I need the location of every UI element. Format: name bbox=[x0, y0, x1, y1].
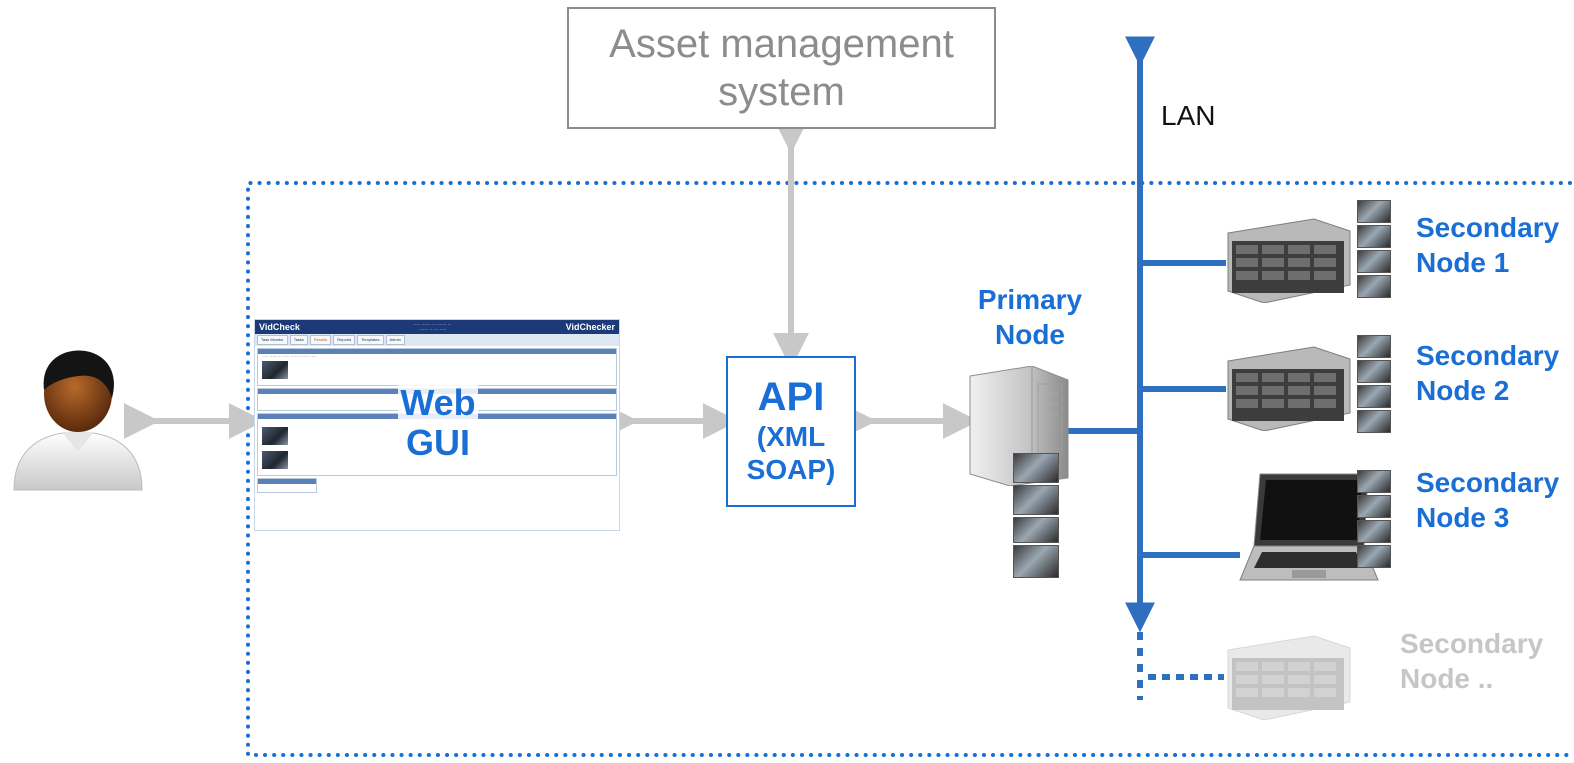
secondary-node-3-label: Secondary Node 3 bbox=[1416, 465, 1559, 535]
primary-node-label-line1: Primary bbox=[977, 284, 1083, 315]
web-gui-header-info: ····· ······· ·· ········ ·········· ·· … bbox=[413, 322, 452, 332]
api-subtitle-line2: SOAP) bbox=[746, 454, 836, 485]
api-box: API (XML SOAP) bbox=[726, 356, 856, 507]
primary-node-label-line2: Node bbox=[995, 319, 1065, 350]
web-gui-export-section bbox=[257, 478, 317, 493]
web-gui-tab[interactable]: Templates bbox=[357, 335, 384, 345]
secondary-node-2-label: Secondary Node 2 bbox=[1416, 338, 1559, 408]
secondary-node-1-server-icon bbox=[1227, 218, 1351, 303]
secondary-node-1-label-line1: Secondary bbox=[1416, 212, 1560, 243]
video-thumbnail bbox=[1013, 453, 1059, 483]
secondary-node-2-label-line1: Secondary bbox=[1416, 340, 1560, 371]
web-gui-header: VidCheck ····· ······· ·· ········ ·····… bbox=[255, 320, 619, 334]
video-thumbnail bbox=[1357, 335, 1391, 358]
video-thumbnail bbox=[1357, 410, 1391, 433]
web-gui-tabs: Task Monitor Tasks Results Reports Templ… bbox=[255, 334, 619, 346]
secondary-node-2-thumbnails bbox=[1357, 335, 1391, 435]
video-thumbnail bbox=[1357, 385, 1391, 408]
api-subtitle-line1: (XML bbox=[756, 421, 826, 452]
secondary-node-1-thumbnails bbox=[1357, 200, 1391, 300]
lan-label: LAN bbox=[1161, 100, 1216, 131]
secondary-node-n-label-line2: Node .. bbox=[1400, 663, 1494, 694]
primary-node-thumbnails bbox=[1013, 453, 1059, 580]
video-thumbnail bbox=[1357, 250, 1391, 273]
web-gui-tab[interactable]: Task Monitor bbox=[257, 335, 288, 345]
secondary-node-2-label-line2: Node 2 bbox=[1416, 375, 1510, 406]
video-thumbnail bbox=[1013, 485, 1059, 515]
web-gui-tab[interactable]: Reports bbox=[333, 335, 356, 345]
secondary-node-1-label-line2: Node 1 bbox=[1416, 247, 1510, 278]
secondary-node-3-label-line1: Secondary bbox=[1416, 467, 1560, 498]
video-thumbnail bbox=[262, 361, 288, 379]
web-gui-app-title: VidCheck bbox=[259, 322, 300, 332]
secondary-node-3-label-line2: Node 3 bbox=[1416, 502, 1510, 533]
secondary-node-n-label: Secondary Node .. bbox=[1400, 626, 1543, 696]
video-thumbnail bbox=[262, 451, 288, 469]
video-thumbnail bbox=[1357, 520, 1391, 543]
secondary-node-n-label-line1: Secondary bbox=[1400, 628, 1544, 659]
secondary-node-3-laptop-icon bbox=[1239, 473, 1379, 581]
web-gui-app-title-right: VidChecker bbox=[565, 322, 615, 332]
video-thumbnail bbox=[262, 427, 288, 445]
video-thumbnail bbox=[1357, 200, 1391, 223]
user-icon bbox=[13, 350, 143, 491]
video-thumbnail bbox=[1357, 360, 1391, 383]
web-gui-file-section: ····· ········· ····· ······· ······ ···… bbox=[257, 348, 617, 386]
web-gui-tab[interactable]: Tasks bbox=[289, 335, 308, 345]
web-gui-tab[interactable]: Results bbox=[309, 335, 332, 345]
secondary-node-n-server-icon bbox=[1227, 635, 1351, 720]
secondary-node-3-thumbnails bbox=[1357, 470, 1391, 570]
secondary-node-2-server-icon bbox=[1227, 346, 1351, 431]
primary-node-label: Primary Node bbox=[960, 282, 1100, 352]
video-thumbnail bbox=[1357, 495, 1391, 518]
secondary-node-1-label: Secondary Node 1 bbox=[1416, 210, 1559, 280]
asset-management-box: Asset management system bbox=[567, 7, 996, 129]
api-title: API bbox=[757, 375, 825, 419]
video-thumbnail bbox=[1357, 225, 1391, 248]
web-gui-label: Web GUI bbox=[398, 383, 478, 463]
video-thumbnail bbox=[1013, 545, 1059, 578]
web-gui-tab[interactable]: Admin bbox=[385, 335, 405, 345]
video-thumbnail bbox=[1357, 545, 1391, 568]
video-thumbnail bbox=[1013, 517, 1059, 543]
video-thumbnail bbox=[1357, 275, 1391, 298]
asset-management-label: Asset management system bbox=[609, 22, 954, 114]
video-thumbnail bbox=[1357, 470, 1391, 493]
